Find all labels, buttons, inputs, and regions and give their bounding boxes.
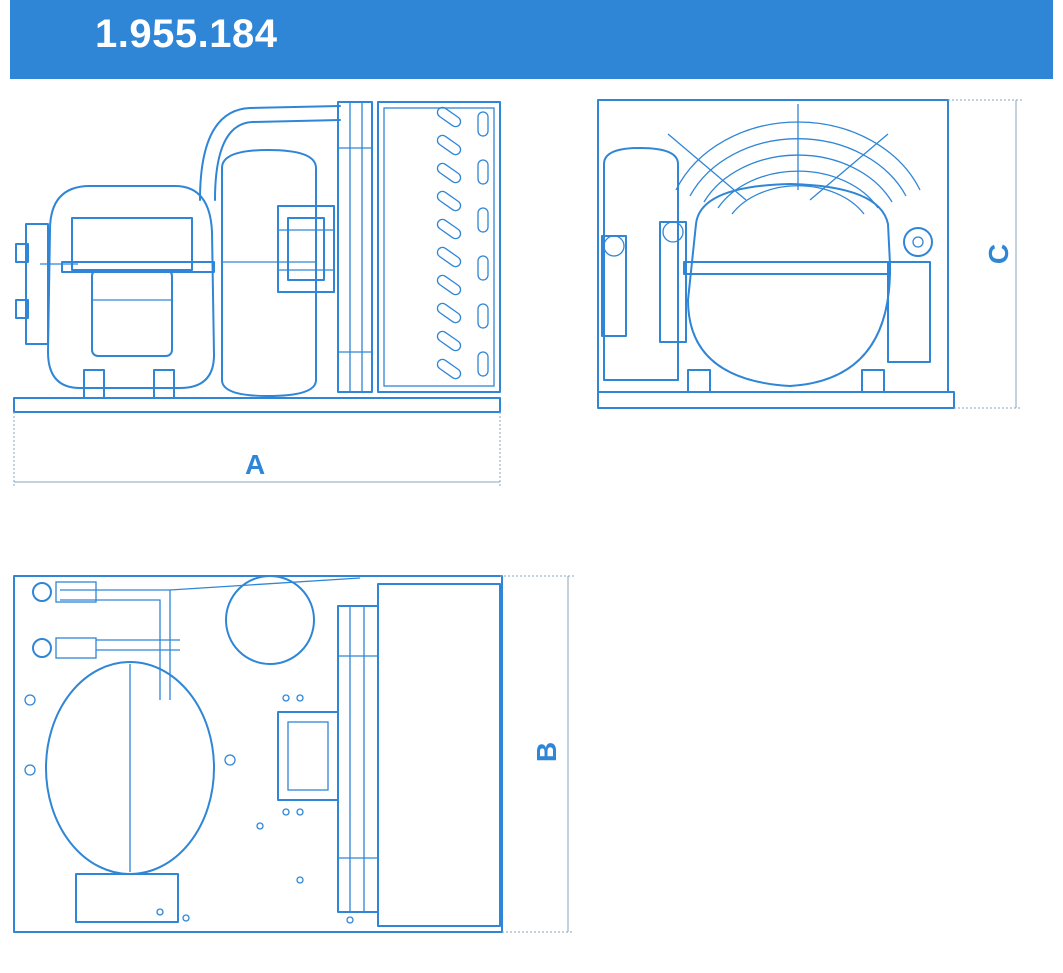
front-service-valves: [25, 223, 49, 345]
top-view: B: [13, 575, 574, 933]
top-valve-lower: [32, 638, 52, 658]
side-fan-hub: [903, 227, 933, 257]
condenser-fins: [436, 106, 489, 380]
top-condenser: [377, 583, 501, 927]
side-base-plate: [597, 391, 955, 409]
front-foot-right: [153, 369, 175, 399]
top-mounting-holes: [24, 694, 354, 924]
title-banner: 1.955.184: [10, 0, 1053, 79]
side-foot-right: [861, 369, 885, 393]
dimension-a-label: A: [245, 449, 265, 480]
side-frame: [597, 99, 949, 393]
front-condenser: [377, 101, 501, 393]
front-view: A: [13, 101, 501, 488]
side-fan-guard: [667, 104, 921, 215]
front-discharge-pipe: [199, 105, 341, 201]
side-terminal-box: [887, 261, 931, 363]
side-foot-left: [687, 369, 711, 393]
top-valve-upper: [32, 582, 52, 602]
top-receiver: [225, 575, 315, 665]
front-fan-guard: [337, 101, 373, 393]
front-base-plate: [13, 397, 501, 413]
side-view: C: [597, 99, 1022, 409]
top-fan-guard: [337, 605, 379, 913]
dimension-b-label: B: [531, 742, 562, 762]
top-fan-motor: [277, 711, 339, 801]
front-receiver-tank: [221, 149, 317, 397]
front-relay-box: [91, 269, 173, 357]
front-fan-motor: [277, 205, 335, 293]
side-compressor: [687, 183, 892, 387]
front-compressor: [47, 185, 215, 389]
side-valve-right: [659, 221, 687, 343]
model-number: 1.955.184: [95, 12, 278, 56]
dimension-c-label: C: [983, 244, 1014, 264]
top-relay-box: [75, 873, 179, 923]
front-foot-left: [83, 369, 105, 399]
side-receiver: [603, 147, 679, 381]
top-base-plate: [13, 575, 503, 933]
